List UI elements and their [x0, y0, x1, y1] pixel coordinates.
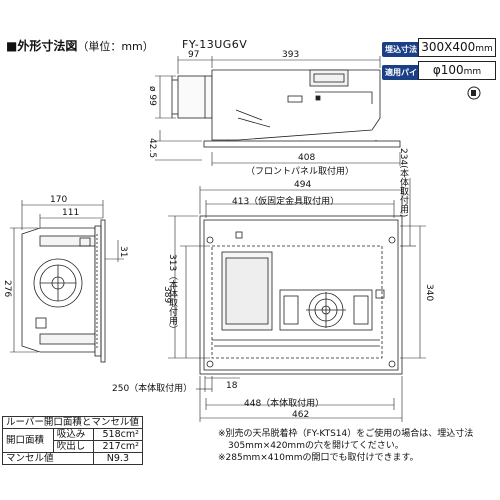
munsell-value: N9.3	[92, 452, 143, 465]
dim-31: 31	[118, 246, 128, 258]
opening-size-value: 300X400mm	[418, 38, 496, 57]
dim-393: 393	[282, 50, 300, 60]
dim-340: 340	[424, 284, 434, 302]
pipe-size-value: φ100mm	[418, 61, 496, 80]
notes: ※別売の天吊脱着枠（FY-KTS14）をご使用の場合は、埋込寸法 305mm×4…	[218, 428, 498, 464]
opening-area-label: 開口面積	[2, 428, 54, 453]
dim-408-note: （フロントパネル取付用）	[246, 167, 355, 177]
pipe-size-tag: 適用パイプ	[382, 65, 428, 80]
dim-276: 276	[2, 280, 12, 298]
dim-111: 111	[62, 208, 80, 218]
dim-313: 313（本体取付用）	[167, 254, 177, 335]
plan-view-dims	[168, 178, 426, 422]
dim-99: ø 99	[147, 86, 157, 106]
opening-size-tag: 埋込寸法	[382, 42, 420, 57]
intake-label: 吸込み	[52, 428, 94, 441]
opening-size-unit: mm	[475, 44, 493, 54]
louver-table-title: ルーバー開口面積とマンセル値	[2, 416, 143, 429]
intake-value: 518cm²	[92, 428, 143, 441]
title-text: ■外形寸法図	[6, 39, 78, 53]
dim-250: 250（本体取付用）	[112, 384, 193, 394]
page-title: ■外形寸法図（単位：mm）	[6, 37, 154, 54]
opening-size-number: 300X400	[421, 40, 476, 54]
dim-413: 413（仮固定金具取付用）	[232, 197, 340, 207]
dim-170: 170	[50, 195, 68, 205]
exhaust-value: 217cm²	[92, 440, 143, 453]
louver-table: ルーバー開口面積とマンセル値 開口面積 吸込み 518cm² 吹出し 217cm…	[2, 416, 143, 465]
dim-448: 448（本体取付用）	[244, 399, 325, 409]
plan-view	[199, 215, 403, 375]
dim-234: 234(本体取付用)	[398, 148, 408, 218]
unit-text: （単位：mm）	[77, 40, 154, 53]
model-number: FY-13UG6V	[182, 38, 248, 51]
front-view-dims	[10, 200, 124, 353]
pipe-size-unit: mm	[463, 67, 482, 77]
dim-42-5: 42.5	[147, 138, 157, 159]
screw-icon-fill	[471, 90, 476, 96]
dim-462: 462	[292, 410, 310, 420]
side-view	[171, 69, 401, 148]
dim-408: 408	[298, 153, 316, 163]
side-view-dims	[155, 56, 401, 166]
note-line-2: 305mm×420mmの穴を開けてください。	[228, 441, 404, 451]
exhaust-label: 吹出し	[52, 440, 94, 453]
munsell-label: マンセル値	[2, 452, 94, 465]
pipe-size-number: φ100	[432, 63, 464, 77]
note-line-1: ※別売の天吊脱着枠（FY-KTS14）をご使用の場合は、埋込寸法	[218, 429, 474, 439]
front-view	[21, 219, 106, 363]
dim-18: 18	[226, 381, 238, 391]
dim-389: 389	[162, 286, 172, 304]
dim-494: 494	[294, 180, 312, 190]
dim-97: 97	[188, 50, 200, 60]
screw-icon	[467, 86, 481, 100]
note-line-3: ※285mm×410mmの開口でも取付けできます。	[218, 453, 419, 463]
